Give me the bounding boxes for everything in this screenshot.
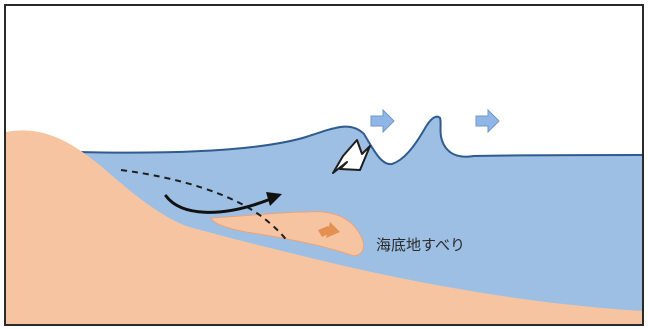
wave-propagation-arrow-icon — [475, 108, 500, 134]
wave-propagation-arrow-icon — [370, 108, 395, 134]
landslide-label: 海底地すべり — [376, 236, 465, 254]
uplift-arrow-icon — [332, 139, 371, 174]
submarine-landslide-tsunami-diagram: 海底地すべり — [6, 108, 642, 324]
slide-motion-arrow-icon — [164, 192, 282, 214]
seabed-land — [6, 130, 642, 324]
sea-surface-line — [75, 115, 642, 166]
diagram-frame: 海底地すべり — [4, 4, 644, 326]
slip-surface-line — [120, 169, 289, 243]
landslide-mass — [210, 211, 364, 257]
slide-direction-arrow-icon — [318, 222, 340, 238]
